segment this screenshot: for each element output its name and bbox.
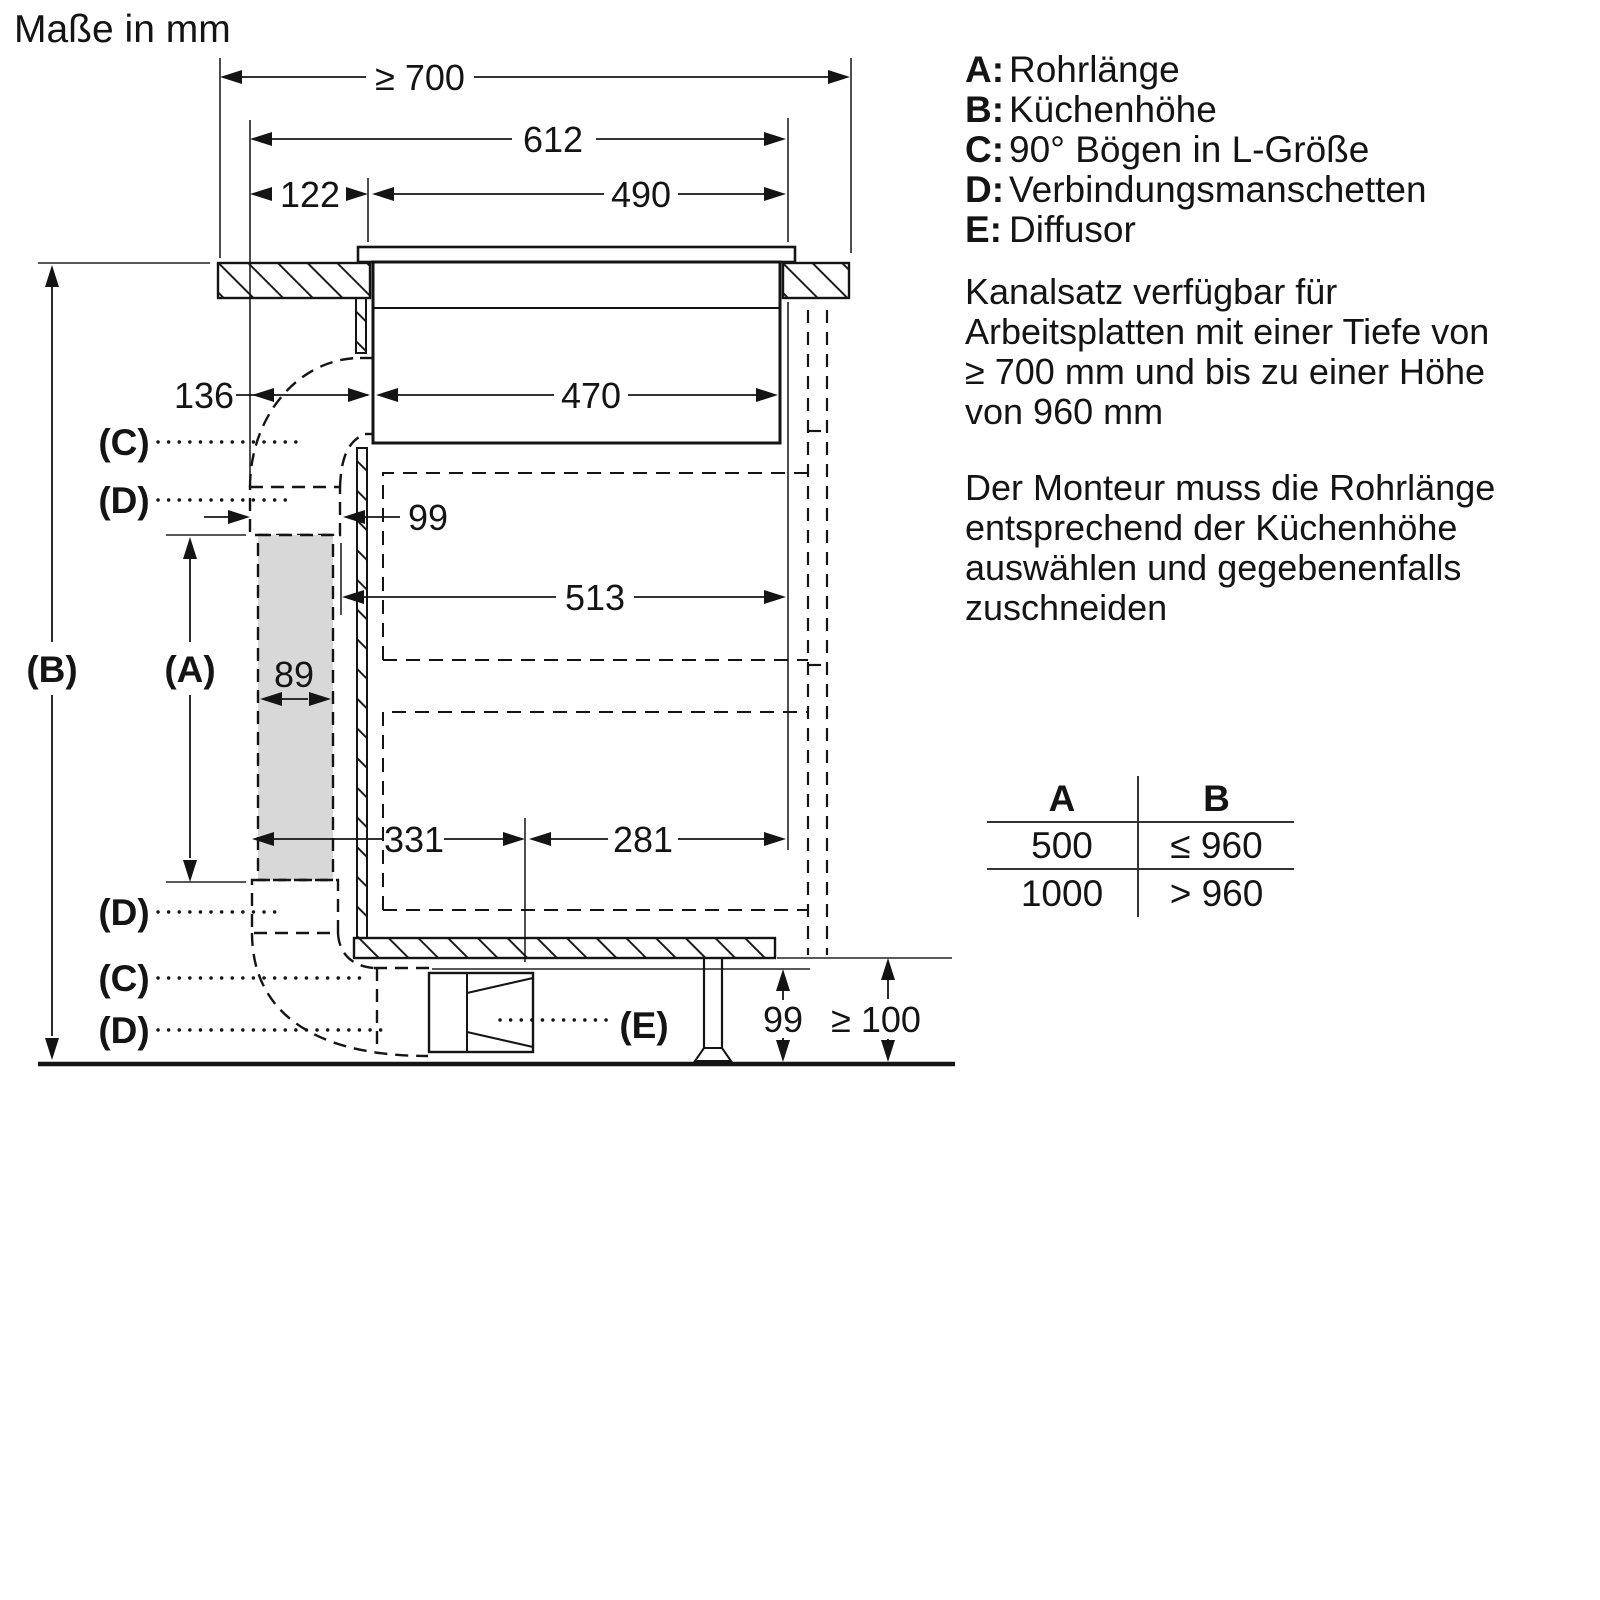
legend-key-E: E: [965,209,1002,250]
hob-body [371,260,782,445]
dim-99-top: 99 [408,497,448,538]
dim-worktop-depth: ≥ 700 [375,57,465,98]
legend-key-B: B: [965,89,1005,130]
dimensions [45,70,895,1062]
installation-dimension-drawing: Maße in mm [14,8,955,1067]
legend-label-D: Verbindungsmanschetten [1009,169,1427,210]
dim-281: 281 [613,819,673,860]
upper-bend-outer [248,356,361,488]
dim-331: 331 [384,819,444,860]
drawing-title: Maße in mm [14,8,231,51]
table-cell-b1: ≤ 960 [1137,823,1294,870]
upper-bend-inner [338,432,366,488]
label-E: (E) [619,1005,668,1046]
legend-label-C: 90° Bögen in L-Größe [1009,129,1370,170]
legend-key-D: D: [965,169,1005,210]
dim-490: 490 [611,174,671,215]
legend: A:Rohrlänge B:Küchenhöhe C:90° Bögen in … [965,50,1565,250]
legend-label-E: Diffusor [1009,209,1136,250]
dim-470: 470 [561,375,621,416]
dim-89: 89 [274,654,314,695]
connector-sleeve-mid [250,878,340,935]
worktop-left [216,261,372,300]
label-C-top: (C) [98,422,149,463]
legend-label-B: Küchenhöhe [1009,89,1217,130]
table-cell-a1: 500 [987,823,1137,870]
label-D-top: (D) [98,480,149,521]
lower-bend-inner [336,932,375,970]
legend-item-E: E:Diffusor [965,210,1565,250]
dimension-texts: ≥ 700 612 122 490 136 470 99 513 89 331 … [174,57,921,1040]
part-labels: (B) (A) (C) (D) (D) (C) (D) (E) [26,422,668,1051]
cabinet-leg [693,958,733,1062]
label-A: (A) [164,649,215,690]
cabinet-interior-outline [382,472,808,911]
legend-item-D: D:Verbindungsmanschetten [965,170,1565,210]
dim-99-bottom: 99 [763,999,803,1040]
leader-lines [156,440,610,1032]
label-B: (B) [26,649,77,690]
legend-label-A: Rohrlänge [1009,49,1180,90]
dim-612: 612 [523,119,583,160]
note-duct-kit-availability: Kanalsatz verfügbar für Arbeitsplatten m… [965,271,1490,432]
legend-item-B: B:Küchenhöhe [965,90,1565,130]
hob-outlet-spigot [355,297,367,354]
duct-dashed-parts [248,356,429,1058]
table-header-A: A [987,776,1137,823]
table-cell-b2: > 960 [1137,870,1294,917]
legend-key-C: C: [965,129,1005,170]
lower-bend-outer [250,932,429,1058]
label-D-mid: (D) [98,892,149,933]
dim-122: 122 [280,174,340,215]
dim-floor-clearance: ≥ 100 [831,999,921,1040]
table-cell-a2: 1000 [1020,872,1104,914]
legend-item-A: A:Rohrlänge [965,50,1565,90]
flat-duct-A [256,533,335,882]
worktop-right [781,261,851,300]
diffusor [427,971,535,1054]
label-D-bottom: (D) [98,1010,149,1051]
cabinet-bottom-panel [352,936,777,960]
dim-136: 136 [174,375,234,416]
legend-item-C: C:90° Bögen in L-Größe [965,130,1565,170]
rear-channel-dashed [806,310,829,955]
dim-513: 513 [565,577,625,618]
connector-sleeve-top [248,485,342,537]
label-C-bottom: (C) [98,958,149,999]
structure [38,245,955,1067]
pipe-length-table: A B 500 ≤ 960 1000 > 960 [987,776,1294,917]
table-header-B: B [1137,776,1294,823]
note-installer-instruction: Der Monteur muss die Rohrlänge entsprech… [965,467,1496,628]
hob-top-plate [356,245,797,264]
legend-key-A: A: [965,49,1005,90]
